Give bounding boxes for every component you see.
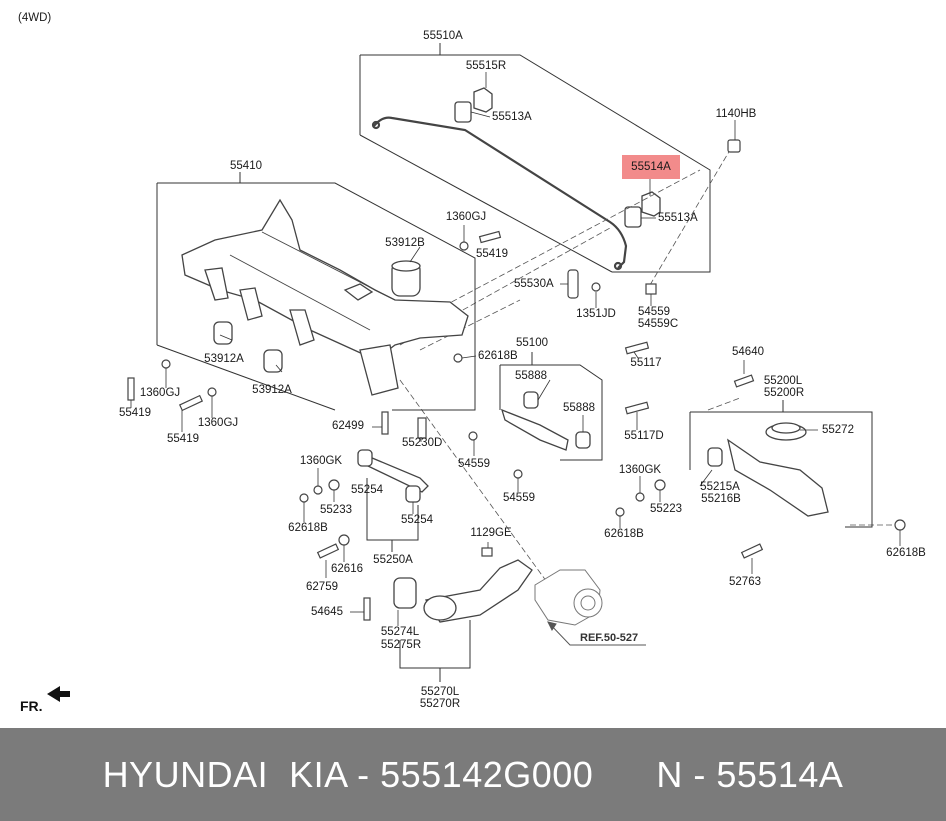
part-label[interactable]: 54640 [732,346,764,358]
part-label[interactable]: 62618B [604,528,644,540]
stabilizer-group-outline [359,43,711,273]
highlight-box [622,155,680,179]
stabilizer-bar [371,116,628,271]
reference-label: REF.50-527 [580,632,639,644]
part-label[interactable]: 55215A [700,481,740,493]
part-label[interactable]: 53912B [385,237,425,249]
part-label[interactable]: 54645 [311,606,343,618]
part-label[interactable]: 54559 [638,306,670,318]
part-label[interactable]: 62618B [478,350,518,362]
part-number-footer: HYUNDAI KIA - 555142G000 N - 55514A [0,728,946,821]
part-label[interactable]: 53912A [204,353,244,365]
part-label[interactable]: 55515R [465,60,507,72]
part-label[interactable]: 55419 [119,407,151,419]
part-label[interactable]: 55419 [476,248,508,260]
part-label[interactable]: 1129GE [470,527,512,539]
part-label[interactable]: 53912A [252,384,292,396]
part-label[interactable]: 54559 [503,492,535,504]
part-label[interactable]: 62616 [331,563,363,575]
part-label[interactable]: 62759 [306,581,338,593]
part-label[interactable]: 55254 [351,484,383,496]
fasteners [127,139,906,621]
part-label[interactable]: 62618B [886,547,926,559]
part-label[interactable]: 55250A [373,554,413,566]
part-label[interactable]: 62618B [288,522,328,534]
ref-leader [547,621,646,646]
part-label[interactable]: 55274L [380,626,420,638]
part-label[interactable]: 54559C [637,318,679,330]
part-label[interactable]: 1351JD [576,308,616,320]
front-direction-label: FR. [20,698,43,714]
arm-group-outlines [366,352,873,682]
crossmember-group-outline [156,172,476,411]
footer-gap [593,754,656,796]
part-label[interactable]: 1360GK [618,464,662,476]
part-label[interactable]: 55888 [563,402,595,414]
part-label[interactable]: 1360GJ [197,417,239,429]
part-label[interactable]: 55200L [763,375,803,387]
part-label[interactable]: 52763 [729,576,761,588]
drivetrain-note: (4WD) [18,12,52,24]
part-label[interactable]: 55230D [402,437,443,449]
highlighted-part-label[interactable]: 55514A [631,161,671,173]
part-label[interactable]: 54559 [458,458,490,470]
part-label[interactable]: 55223 [650,503,682,515]
footer-brand-part-number: HYUNDAI KIA - 555142G000 [102,753,594,795]
part-label[interactable]: 62499 [332,420,364,432]
stabilizer-bushings [454,87,661,228]
part-label[interactable]: 55200R [763,387,805,399]
front-direction-arrow [47,686,70,702]
crossmember-frame [181,198,469,396]
part-leaders [130,72,901,626]
part-label[interactable]: 55530A [514,278,554,290]
part-label[interactable]: 55410 [230,160,262,172]
part-label[interactable]: 1140HB [715,108,757,120]
part-label[interactable]: 55513A [492,111,532,123]
mount-bushings [213,260,421,373]
control-arms [357,391,829,623]
part-label[interactable]: 55275R [380,639,422,651]
part-label[interactable]: 55117D [624,430,664,442]
part-label[interactable]: 55100 [516,337,548,349]
part-label[interactable]: 55216B [701,493,741,505]
part-label[interactable]: 1360GJ [445,211,487,223]
part-label[interactable]: 55272 [822,424,854,436]
part-label[interactable]: 55117 [630,357,662,369]
part-label[interactable]: 55270L [420,686,460,698]
part-label[interactable]: 1360GK [299,455,343,467]
part-label[interactable]: 55510A [423,30,463,42]
part-label[interactable]: 55888 [515,370,547,382]
part-label[interactable]: 55233 [320,504,352,516]
part-label[interactable]: 55254 [401,514,433,526]
part-label[interactable]: 1360GJ [139,387,181,399]
part-label[interactable]: 55513A [658,212,698,224]
part-label[interactable]: 55270R [419,698,461,710]
exploded-parts-diagram [47,43,906,702]
knuckle [534,569,603,626]
part-label[interactable]: 55419 [167,433,199,445]
footer-diagram-part: N - 55514A [656,753,844,795]
